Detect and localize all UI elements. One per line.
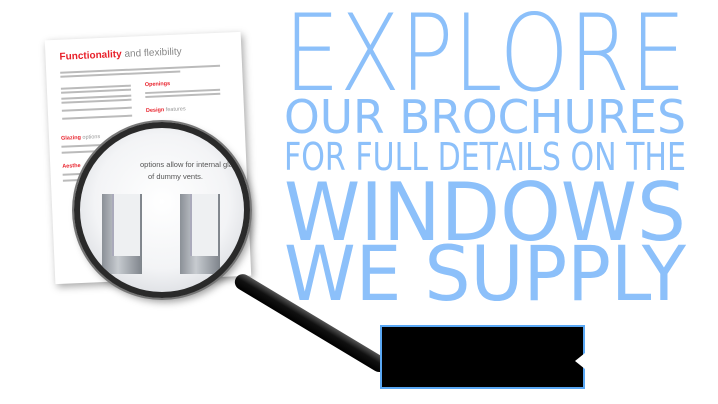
window-profile-image	[180, 194, 220, 274]
headline-line-1: EXPLORE	[284, 6, 686, 115]
brochure-title: Functionality and flexibility	[59, 46, 182, 63]
headline: EXPLORE OUR BROCHURES FOR FULL DETAILS O…	[284, 6, 687, 306]
headline-line-5: WE SUPPLY	[284, 229, 687, 306]
window-profile-image	[102, 194, 142, 274]
magnifying-glass-lens: options allow for internal glazing of du…	[74, 122, 250, 298]
headline-line-4: WINDOWS	[284, 166, 686, 259]
section-design: Design features	[145, 106, 186, 115]
section-glazing: Glazing options	[60, 134, 101, 142]
section-aesthetics: Aesthe	[62, 162, 81, 170]
section-openings: Openings	[144, 80, 171, 89]
headline-line-3: FOR FULL DETAILS ON THE	[284, 135, 686, 179]
headline-line-2: OUR BROCHURES	[284, 90, 686, 144]
cta-box[interactable]	[380, 325, 585, 389]
magnified-text-2: of dummy vents.	[148, 172, 204, 181]
magnified-text-1: options allow for internal glazing	[140, 160, 247, 169]
